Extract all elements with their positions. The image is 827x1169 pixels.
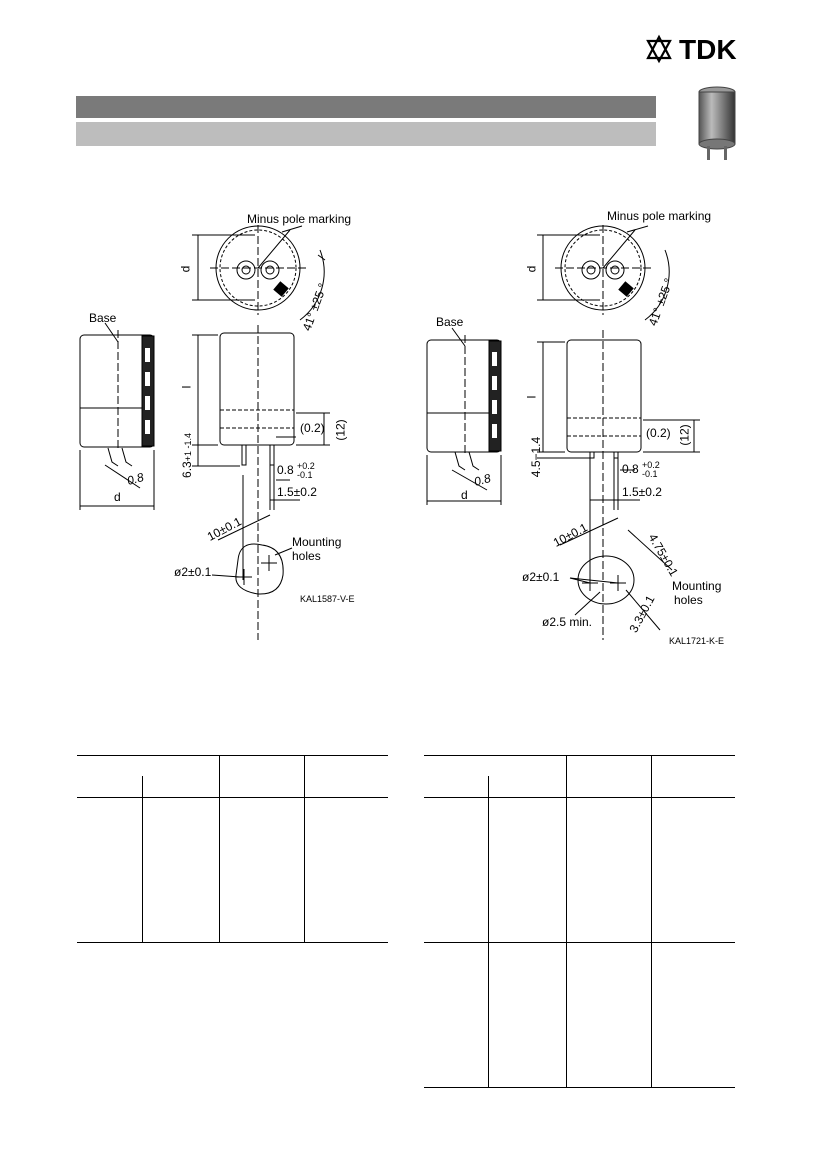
- left-table-col-1: [142, 776, 143, 942]
- left-pin-width-label: 0.8 +0.2-0.1: [277, 461, 315, 480]
- left-hole-dia-label: ø2±0.1: [174, 565, 212, 579]
- right-table-top-rule: [424, 755, 735, 756]
- left-holes-label: holes: [292, 549, 321, 563]
- right-d-side-label: d: [461, 488, 468, 502]
- left-table-bottom-rule: [77, 942, 388, 943]
- right-dim-02-label: (0.2): [646, 426, 671, 440]
- tdk-logo-mark-icon: [646, 34, 672, 64]
- left-l-label: l: [179, 385, 194, 389]
- left-mounting-holes: [211, 514, 293, 595]
- tdk-logo: TDK: [646, 34, 737, 64]
- capacitor-thumbnail-icon: [698, 86, 736, 160]
- right-table-header-rule: [424, 797, 735, 798]
- right-d-top-label: d: [524, 265, 539, 273]
- left-top-view: [192, 225, 326, 321]
- right-min-hole-label: ø2.5 min.: [542, 615, 593, 629]
- left-drawing-code: KAL1587-V-E: [300, 594, 355, 604]
- left-table-top-rule: [77, 755, 388, 756]
- left-dim-02-label: (0.2): [300, 421, 325, 435]
- left-d-side-label: d: [114, 490, 121, 504]
- right-pin-length-label: 4.5−1.4: [529, 436, 544, 478]
- right-table-col-2: [566, 755, 567, 1087]
- left-table-header-rule: [77, 797, 388, 798]
- right-top-view: [537, 225, 670, 321]
- right-drawing-code: KAL1721-K-E: [669, 636, 725, 646]
- right-base-label: Base: [436, 315, 464, 329]
- left-dim-12-label: (12): [333, 419, 348, 441]
- left-pin-length-label: 6.3+1 -1.4: [179, 433, 194, 478]
- left-d-top-label: d: [178, 265, 193, 273]
- technical-drawings: [79, 225, 700, 640]
- right-table-col-3: [651, 755, 652, 1087]
- header-band-dark: [76, 96, 656, 118]
- left-pin-thickness-label: 1.5±0.2: [277, 485, 317, 499]
- right-l-label: l: [524, 395, 539, 399]
- right-pin-width-label: 0.8 +0.2-0.1: [622, 460, 660, 479]
- header-band-light: [76, 122, 656, 146]
- left-side-view: [79, 322, 155, 510]
- left-table-col-2: [219, 755, 220, 942]
- right-holes-label: holes: [674, 593, 703, 607]
- right-table-mid-rule: [424, 942, 735, 943]
- right-mounting-label: Mounting: [672, 579, 722, 593]
- left-minus-pole-label: Minus pole marking: [247, 212, 352, 226]
- right-hole-dia-label: ø2±0.1: [522, 570, 560, 584]
- right-table-col-1: [488, 776, 489, 1087]
- right-side-view: [426, 327, 502, 505]
- right-main-view: [537, 330, 700, 640]
- left-table-col-3: [304, 755, 305, 942]
- right-mounting-holes: [559, 517, 673, 631]
- left-base-label: Base: [89, 311, 117, 325]
- left-mounting-label: Mounting: [292, 535, 342, 549]
- right-minus-pole-label: Minus pole marking: [607, 209, 712, 223]
- tdk-logo-text: TDK: [679, 34, 737, 64]
- right-dim-12-label: (12): [677, 424, 692, 446]
- right-table-bottom-rule: [424, 1087, 735, 1088]
- right-pin-thickness-label: 1.5±0.2: [622, 485, 662, 499]
